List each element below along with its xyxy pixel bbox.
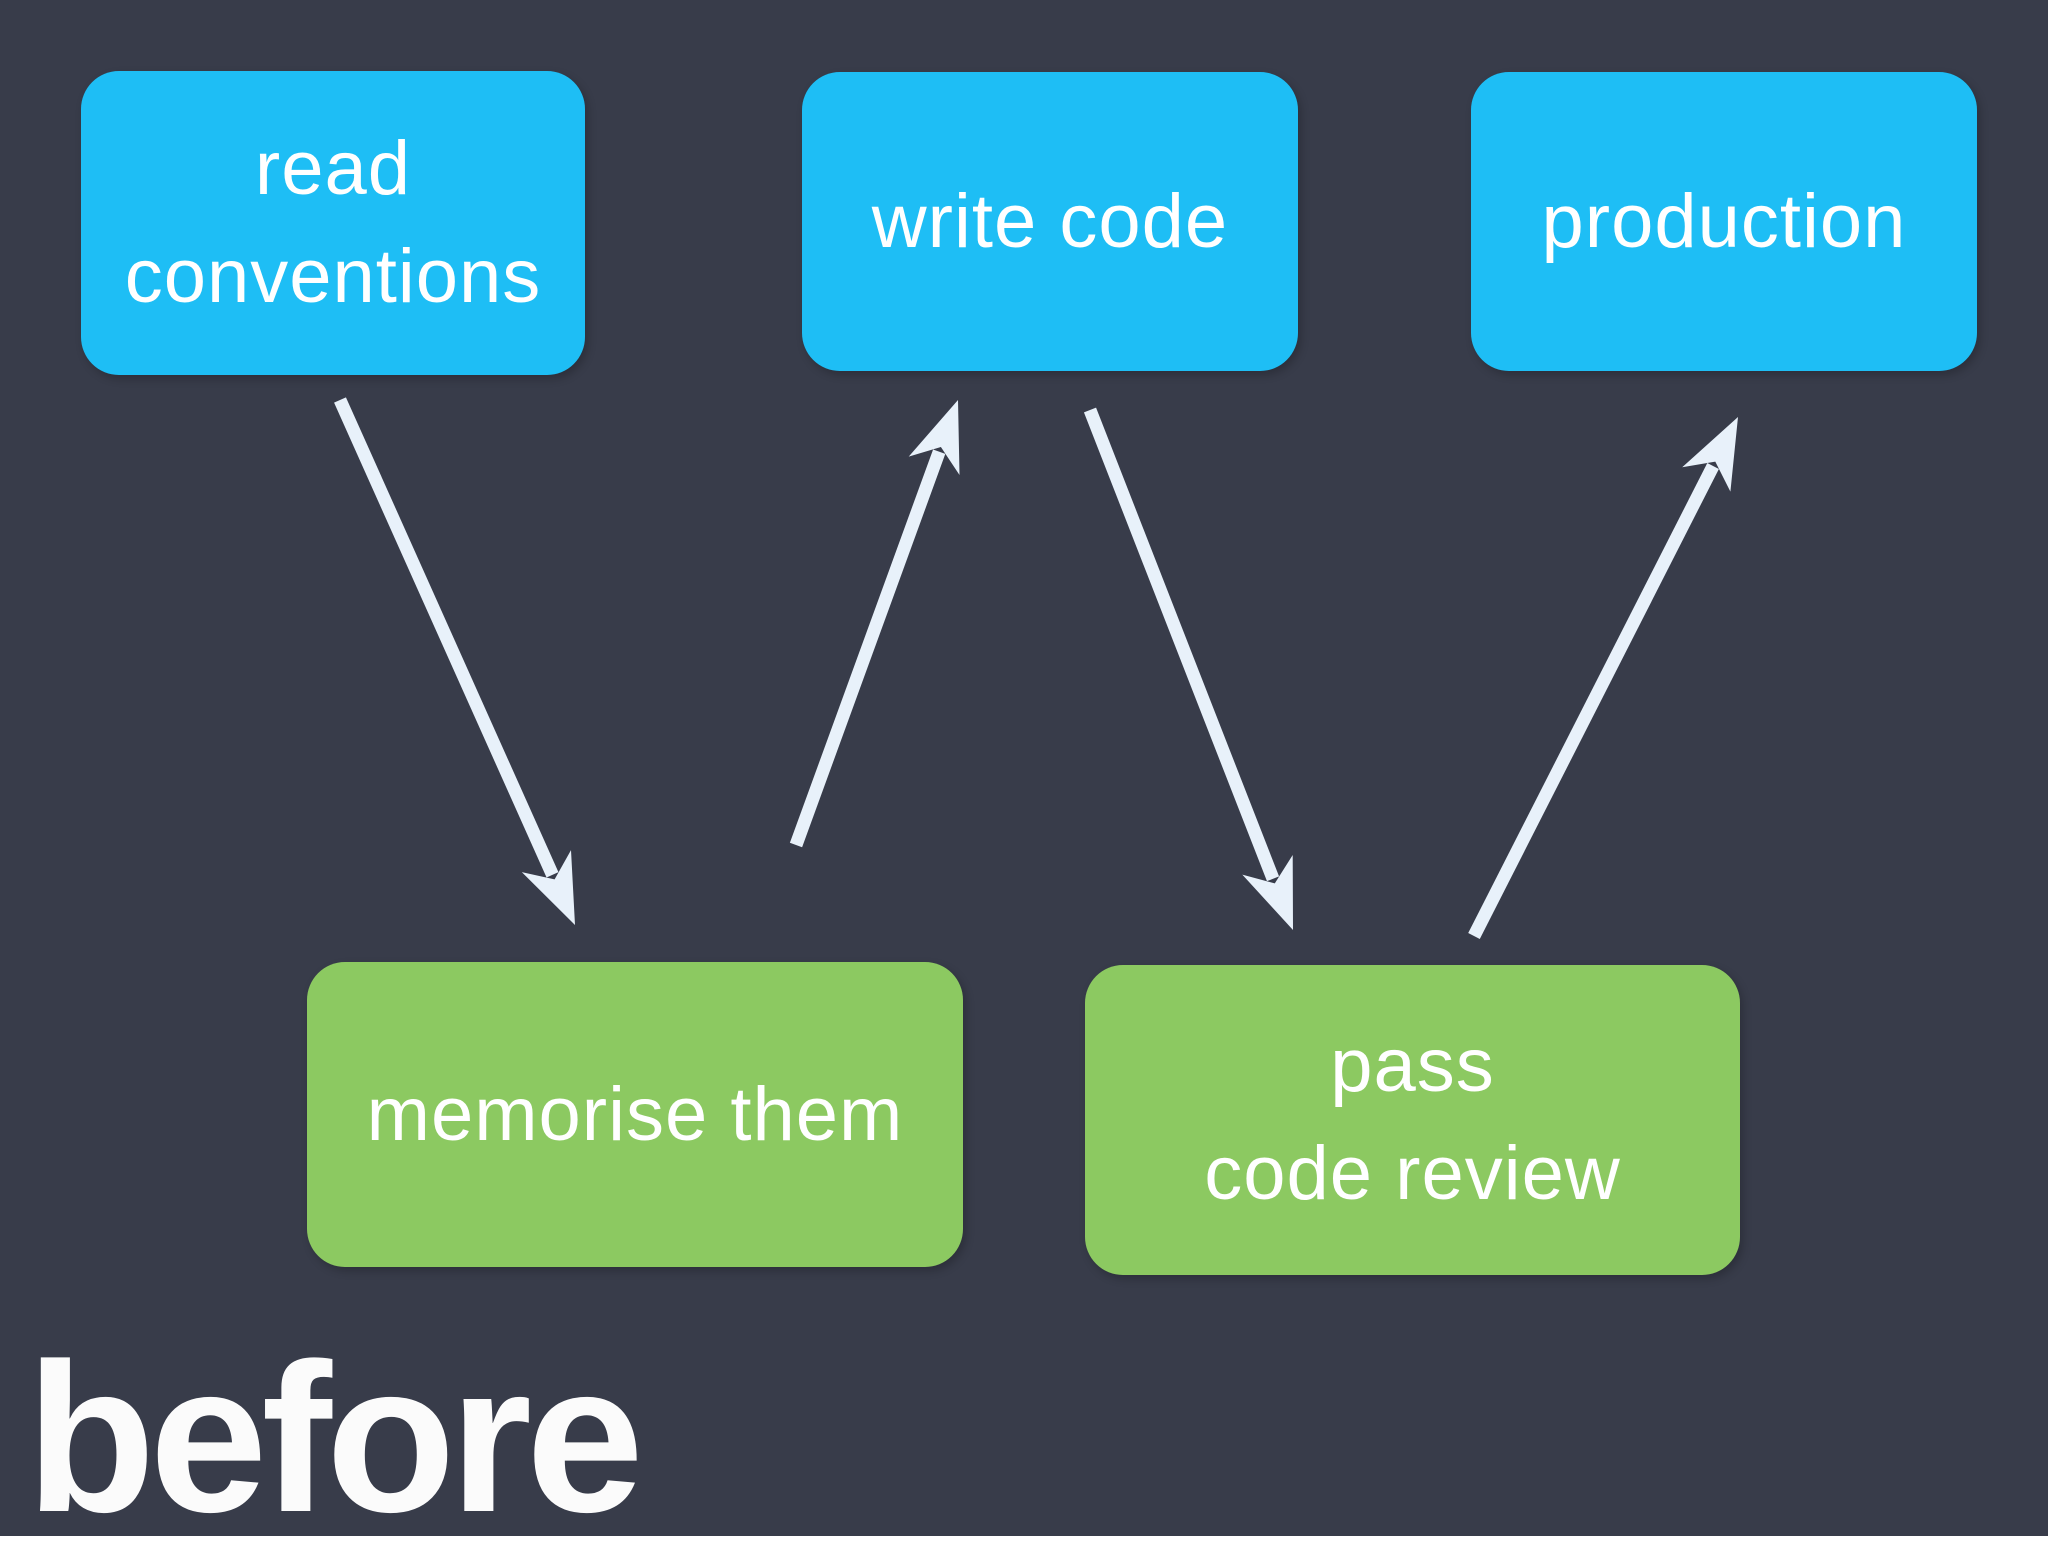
node-label-line: production (1541, 178, 1907, 264)
node-production: production (1471, 72, 1977, 371)
arrowhead-icon (1682, 417, 1738, 492)
node-label-line: write code (871, 178, 1229, 264)
arrow-read-conventions-to-memorise-them (334, 397, 575, 925)
arrow-shaft (1468, 463, 1719, 939)
arrowhead-icon (908, 400, 960, 475)
arrow-write-code-to-pass-code-review (1083, 407, 1293, 930)
arrow-shaft (789, 449, 946, 848)
arrow-shaft (1083, 407, 1280, 882)
node-label-line: read (254, 126, 412, 212)
arrow-memorise-them-to-write-code (789, 400, 960, 848)
slide-title: before (26, 1319, 644, 1556)
node-label: pass code review (1204, 1012, 1621, 1228)
arrowhead-icon (521, 850, 575, 925)
node-read-conventions: read conventions (81, 71, 585, 375)
node-label: memorise them (367, 1061, 904, 1169)
node-label: production (1542, 168, 1907, 276)
node-label-line: memorise them (366, 1071, 904, 1157)
node-write-code: write code (802, 72, 1298, 371)
node-memorise-them: memorise them (307, 962, 963, 1267)
node-pass-code-review: pass code review (1085, 965, 1740, 1275)
arrow-pass-code-review-to-production (1468, 417, 1738, 939)
node-label: write code (872, 168, 1228, 276)
node-label-line: conventions (124, 234, 542, 319)
arrowhead-icon (1242, 855, 1293, 930)
node-label-line: code review (1204, 1131, 1621, 1216)
arrow-shaft (334, 397, 559, 878)
node-label: read conventions (125, 115, 542, 331)
node-label-line: pass (1330, 1023, 1495, 1109)
